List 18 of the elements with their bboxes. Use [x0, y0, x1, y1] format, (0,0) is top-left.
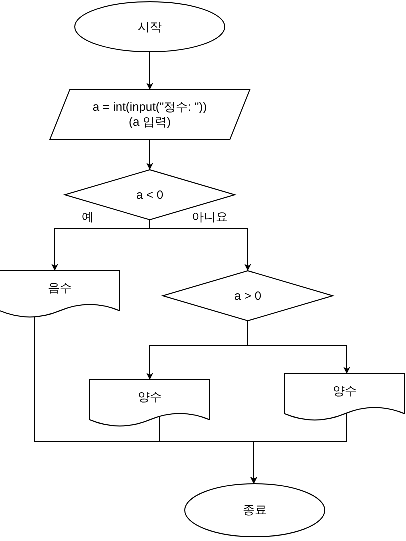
node-text: 양수 — [138, 390, 162, 405]
arrow — [248, 320, 350, 374]
node-text: 시작 — [138, 20, 162, 34]
node-text: a = int(input("정수: ")) — [92, 100, 208, 115]
edge-label: 아니요 — [190, 210, 230, 224]
terminal-ellipse — [185, 484, 325, 537]
decision-diamond — [163, 271, 333, 321]
node-text: 음수 — [48, 281, 72, 296]
arrow — [250, 412, 348, 484]
terminal-ellipse — [75, 2, 225, 52]
node-text: (a 입력) — [129, 115, 171, 130]
node-text: a < 0 — [136, 188, 164, 202]
input-parallelogram — [50, 90, 250, 140]
arrow — [146, 140, 154, 170]
node-text: a > 0 — [234, 288, 262, 304]
node-text: 양수 — [333, 384, 357, 399]
arrow — [146, 52, 154, 90]
node-text: 종료 — [243, 503, 267, 518]
